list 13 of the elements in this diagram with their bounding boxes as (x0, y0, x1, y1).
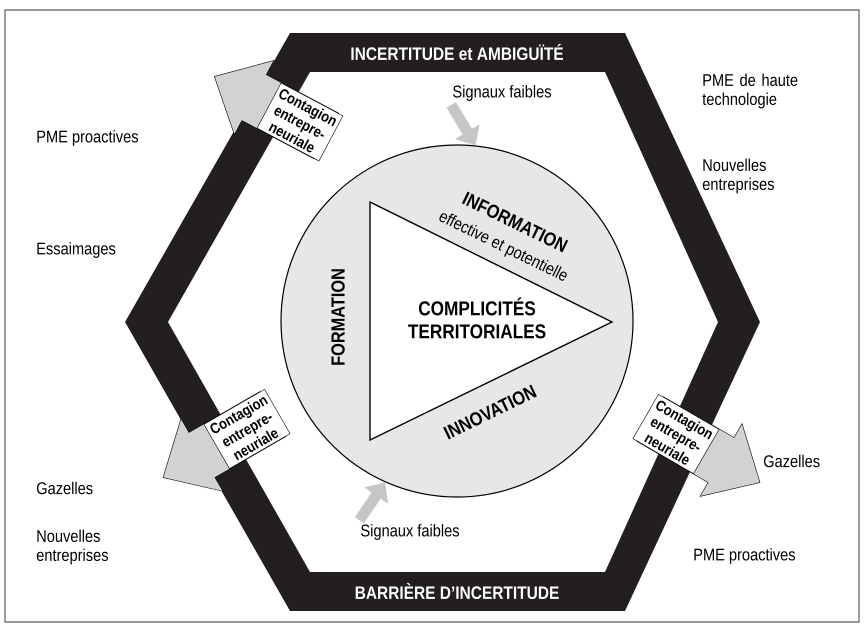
side-label: Gazelles (764, 454, 820, 468)
side-label: Gazelles (36, 482, 93, 494)
side-label: Nouvelles entreprises (702, 158, 774, 194)
side-label: PME de haute technologie (702, 74, 798, 108)
side-label: Nouvelles entreprises (36, 530, 108, 564)
circle-heading: FORMATION (331, 269, 345, 365)
signal-label: Signaux faibles (453, 85, 552, 101)
side-label: Essaimages (37, 242, 116, 258)
band-title: INCERTITUDE et AMBIGUÏTÉ (351, 44, 564, 60)
side-label: PME proactives (37, 130, 138, 146)
band-title: BARRIÈRE D’INCERTITUDE (356, 582, 559, 600)
signal-label: Signaux faibles (361, 524, 460, 540)
side-label: PME proactives (694, 548, 796, 564)
